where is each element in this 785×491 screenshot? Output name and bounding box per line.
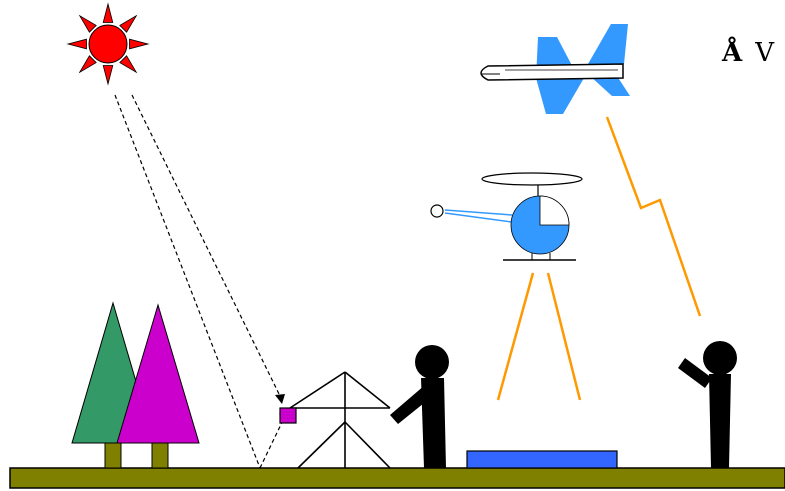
sun-ray [103,66,113,85]
helicopter-icon [431,173,582,260]
tripod-icon [290,372,390,468]
sun-disc [89,25,127,63]
sun-ray [80,56,97,73]
helicopter-rotor [482,173,582,185]
tripod-brace-right [345,372,390,408]
sun-ray [120,16,137,33]
tree-trunk-green [105,443,121,468]
sun-ray [120,56,137,73]
helicopter-beam-right [548,273,580,400]
person-icon [390,345,449,468]
sun-ray [80,16,97,33]
airplane-lower-wing [536,78,584,114]
sun-ray [103,4,113,23]
tail-rotor [431,205,443,217]
person-head [415,345,449,379]
tree-trunk-magenta [152,443,168,468]
airplane-signal [607,117,700,316]
helicopter-window [540,196,569,225]
tripod-brace-left [290,372,345,408]
helicopter-beams [498,273,580,400]
target-panel [467,451,617,468]
tripod-leg-left [298,422,345,468]
sun-ray [130,39,149,49]
sensor-head [280,408,296,423]
person-body [709,374,731,468]
person-head [703,341,737,375]
sun-ray [68,39,87,49]
ray-arrowhead-upper [275,394,285,404]
annotation-letter: V [755,38,775,68]
airplane-upper-tail [588,24,628,64]
sun-icon [68,4,148,84]
person-icon [678,341,737,468]
airplane-icon [481,24,630,114]
helicopter-beam-left [498,273,533,400]
annotation-glyph: Å [722,38,743,68]
airplane-fuselage [481,64,623,80]
ground-strip [10,468,785,488]
tripod-leg-right [345,422,390,468]
